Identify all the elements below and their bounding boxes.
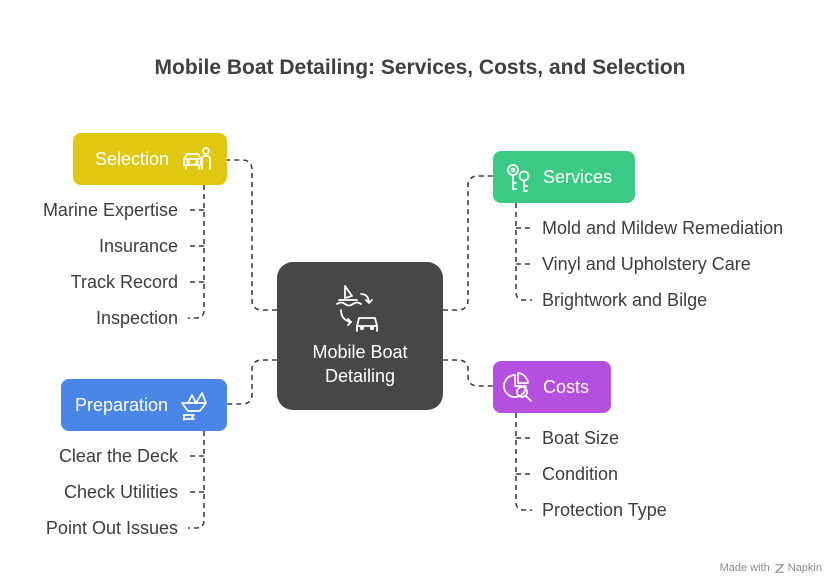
selection-item-4: Inspection (95, 308, 178, 328)
connector-selection-leaves (188, 185, 205, 319)
connector-preparation-leaves (188, 431, 205, 529)
services-item-3: Brightwork and Bilge (542, 290, 708, 310)
boat-car-cycle-icon (336, 285, 378, 332)
center-label-line2: Detailing (324, 366, 396, 386)
services-item-2: Vinyl and Upholstery Care (542, 254, 751, 274)
connector-costs-leaves (515, 413, 532, 511)
selection-item-3: Track Record (70, 272, 178, 292)
center-label-line1: Mobile Boat (312, 342, 408, 362)
pie-magnifier-icon (503, 372, 532, 402)
connector-center-costs (443, 359, 493, 387)
person-car-icon (183, 147, 211, 170)
branch-selection-label: Selection (95, 148, 170, 169)
selection-item-2: Insurance (98, 236, 178, 256)
branch-selection: Selection (73, 133, 227, 185)
branch-costs-label: Costs (543, 376, 590, 397)
branch-preparation: Preparation (61, 379, 227, 431)
costs-item-3: Protection Type (542, 500, 667, 520)
footer-made-with: Made with (719, 562, 770, 574)
center-node: Mobile Boat Detailing (277, 262, 443, 410)
paper-boat-flag-icon (181, 392, 207, 421)
footer-attribution: Made with Napkin (720, 562, 822, 574)
footer-brand: Napkin (787, 562, 822, 574)
connector-center-selection (227, 159, 277, 311)
branch-services: Services (493, 151, 635, 203)
services-item-1: Mold and Mildew Remediation (542, 218, 784, 238)
costs-item-1: Boat Size (542, 428, 620, 448)
keys-icon (507, 164, 530, 192)
branch-preparation-label: Preparation (75, 394, 169, 415)
napkin-logo-icon (774, 563, 785, 573)
preparation-item-1: Clear the Deck (58, 446, 178, 466)
branch-services-label: Services (543, 166, 613, 187)
preparation-item-2: Check Utilities (63, 482, 178, 502)
selection-item-1: Marine Expertise (42, 200, 178, 220)
preparation-item-3: Point Out Issues (45, 518, 178, 538)
costs-item-2: Condition (542, 464, 619, 484)
connector-center-preparation (227, 359, 277, 405)
page-title: Mobile Boat Detailing: Services, Costs, … (154, 56, 686, 79)
connector-center-services (443, 175, 493, 311)
connector-services-leaves (515, 203, 532, 301)
branch-costs: Costs (493, 361, 611, 413)
